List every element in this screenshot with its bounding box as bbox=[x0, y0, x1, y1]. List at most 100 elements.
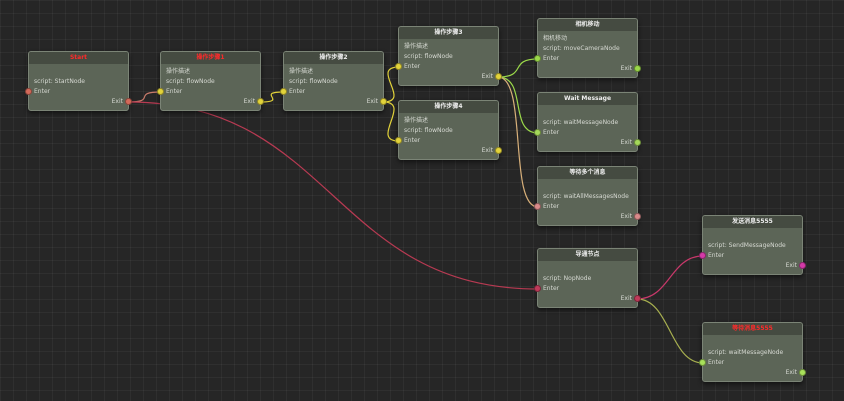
script-name: waitMessageNode bbox=[728, 349, 784, 356]
node-script: script: waitAllMessagesNode bbox=[543, 192, 632, 202]
script-name: flowNode bbox=[424, 53, 453, 60]
node-title: 操作步骤3 bbox=[399, 27, 498, 39]
connection-nop-to-send[interactable] bbox=[636, 255, 704, 300]
exit-row: Exit bbox=[289, 97, 387, 107]
exit-port[interactable] bbox=[380, 98, 387, 105]
node-title: 相机移动 bbox=[538, 19, 637, 31]
node-script: script: waitMessageNode bbox=[708, 348, 797, 358]
node-script: script: NopNode bbox=[543, 274, 632, 284]
exit-port[interactable] bbox=[257, 98, 264, 105]
script-prefix: script: bbox=[708, 349, 727, 356]
node-script: script: StartNode bbox=[34, 77, 123, 87]
exit-row: Exit bbox=[543, 64, 641, 74]
node-script: script: flowNode bbox=[289, 77, 378, 87]
enter-port[interactable] bbox=[25, 88, 32, 95]
script-prefix: script: bbox=[289, 78, 308, 85]
exit-label: Exit bbox=[111, 98, 123, 105]
exit-port[interactable] bbox=[634, 65, 641, 72]
exit-port[interactable] bbox=[495, 73, 502, 80]
enter-row: Enter bbox=[280, 87, 378, 97]
exit-port[interactable] bbox=[634, 213, 641, 220]
exit-row: Exit bbox=[404, 146, 502, 156]
enter-port[interactable] bbox=[534, 203, 541, 210]
enter-label: Enter bbox=[543, 129, 560, 136]
enter-label: Enter bbox=[708, 359, 725, 366]
node-title: Wait Message bbox=[538, 93, 637, 105]
enter-label: Enter bbox=[34, 88, 51, 95]
exit-row: Exit bbox=[708, 261, 806, 271]
exit-label: Exit bbox=[785, 369, 797, 376]
script-prefix: script: bbox=[404, 53, 423, 60]
enter-port[interactable] bbox=[280, 88, 287, 95]
enter-row: Enter bbox=[699, 251, 797, 261]
node-description bbox=[34, 67, 123, 77]
enter-port[interactable] bbox=[157, 88, 164, 95]
node-description bbox=[543, 264, 632, 274]
connection-start-to-step1[interactable] bbox=[127, 91, 162, 103]
exit-row: Exit bbox=[708, 368, 806, 378]
enter-label: Enter bbox=[543, 55, 560, 62]
enter-port[interactable] bbox=[699, 359, 706, 366]
connection-nop-to-wait2[interactable] bbox=[636, 298, 704, 364]
exit-row: Exit bbox=[404, 72, 502, 82]
node-description: 操作描述 bbox=[404, 43, 429, 50]
node-description: 操作描述 bbox=[404, 117, 429, 124]
node-title: 导通节点 bbox=[538, 249, 637, 261]
exit-port[interactable] bbox=[799, 369, 806, 376]
enter-port[interactable] bbox=[534, 129, 541, 136]
node-title: 操作步骤1 bbox=[161, 52, 260, 64]
connection-step3-to-camera[interactable] bbox=[497, 58, 539, 78]
script-name: flowNode bbox=[186, 78, 215, 85]
connection-step3-to-wait[interactable] bbox=[497, 76, 539, 134]
exit-port[interactable] bbox=[634, 139, 641, 146]
exit-label: Exit bbox=[620, 139, 632, 146]
node-description: 操作描述 bbox=[166, 68, 191, 75]
node-script: script: flowNode bbox=[404, 52, 493, 62]
node-script: script: moveCameraNode bbox=[543, 44, 632, 54]
exit-port[interactable] bbox=[495, 147, 502, 154]
enter-port[interactable] bbox=[395, 137, 402, 144]
enter-label: Enter bbox=[166, 88, 183, 95]
node-description: 相机移动 bbox=[543, 35, 568, 42]
node-title: 发送消息5555 bbox=[703, 216, 802, 228]
node-title: 操作步骤4 bbox=[399, 101, 498, 113]
exit-label: Exit bbox=[366, 98, 378, 105]
enter-port[interactable] bbox=[534, 55, 541, 62]
node-description bbox=[543, 108, 632, 118]
exit-port[interactable] bbox=[799, 262, 806, 269]
exit-label: Exit bbox=[481, 73, 493, 80]
connection-step3-to-waitall[interactable] bbox=[497, 76, 539, 208]
script-name: waitAllMessagesNode bbox=[563, 193, 629, 200]
exit-label: Exit bbox=[785, 262, 797, 269]
enter-port[interactable] bbox=[699, 252, 706, 259]
enter-port[interactable] bbox=[395, 63, 402, 70]
enter-port[interactable] bbox=[534, 285, 541, 292]
exit-port[interactable] bbox=[634, 295, 641, 302]
enter-row: Enter bbox=[534, 202, 632, 212]
script-name: SendMessageNode bbox=[728, 242, 786, 249]
script-prefix: script: bbox=[34, 78, 53, 85]
enter-label: Enter bbox=[543, 203, 560, 210]
node-description: 操作描述 bbox=[289, 68, 314, 75]
connection-step2-to-step4[interactable] bbox=[382, 101, 400, 142]
exit-port[interactable] bbox=[125, 98, 132, 105]
connection-step2-to-step3[interactable] bbox=[382, 66, 400, 103]
